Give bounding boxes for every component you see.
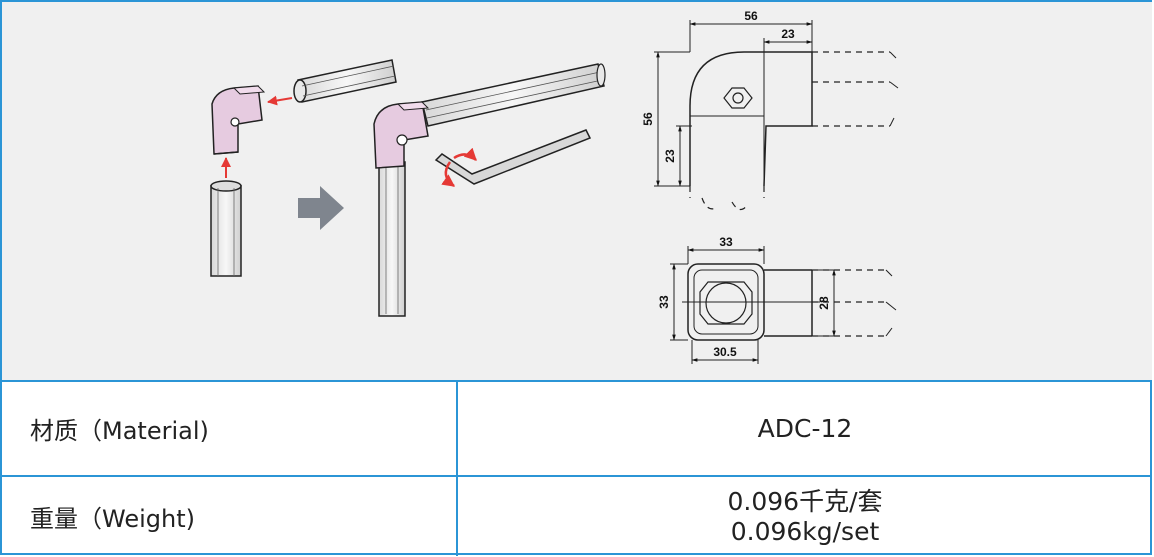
assembled-view	[373, 63, 606, 317]
diagram-panel: 56 23 56 23	[2, 2, 1152, 380]
dim-side-width-total: 56	[744, 9, 758, 23]
hex-key-icon	[434, 129, 592, 185]
dim-top-inner: 28	[817, 296, 831, 310]
weight-value-cn: 0.096千克/套	[727, 486, 883, 516]
top-view-drawing	[670, 246, 897, 364]
dim-side-width-arm: 23	[781, 27, 795, 41]
weight-row: 重量（Weight) 0.096千克/套 0.096kg/set	[2, 475, 1152, 556]
assembly-diagram: 56 23 56 23	[210, 9, 899, 364]
material-label: 材质（Material)	[2, 380, 458, 476]
horizontal-tube	[293, 59, 397, 103]
dim-top-bottom: 30.5	[713, 345, 737, 359]
insert-arrow-right	[267, 95, 293, 106]
vertical-tube	[210, 180, 242, 277]
dim-side-height-arm: 23	[663, 149, 677, 163]
material-row: 材质（Material) ADC-12	[2, 380, 1152, 476]
exploded-view	[210, 59, 397, 277]
dim-top-height: 33	[657, 295, 671, 309]
next-step-arrow-icon	[298, 186, 344, 230]
rotate-arrow-icon	[441, 161, 456, 188]
dim-top-width: 33	[719, 235, 733, 249]
material-value: ADC-12	[457, 380, 1152, 476]
weight-value: 0.096千克/套 0.096kg/set	[457, 475, 1152, 556]
elbow-joint-icon	[211, 85, 266, 155]
weight-label: 重量（Weight)	[2, 475, 458, 556]
side-view-drawing	[654, 20, 899, 211]
spec-table: 材质（Material) ADC-12 重量（Weight) 0.096千克/套…	[2, 380, 1152, 556]
weight-value-en: 0.096kg/set	[730, 516, 880, 546]
dim-side-height-total: 56	[641, 112, 655, 126]
